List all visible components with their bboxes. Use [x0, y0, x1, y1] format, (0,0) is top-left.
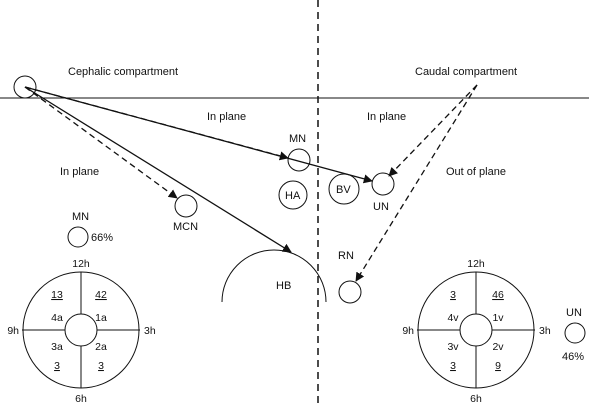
left-clock-3h: 3h — [144, 325, 156, 337]
left-clock-12h: 12h — [72, 258, 90, 270]
right-q-br-code: 2v — [492, 341, 504, 353]
caudal-compartment-label: Caudal compartment — [415, 66, 517, 78]
right-clock-inner — [459, 313, 493, 347]
right-q-tl-code: 4v — [447, 312, 459, 324]
in-plane-center-label: In plane — [207, 111, 246, 123]
trajectory-to-un-caudal — [388, 84, 478, 177]
right-q-tl-count: 3 — [450, 289, 456, 301]
cephalic-compartment-label: Cephalic compartment — [68, 66, 178, 78]
left-nerve-circle — [67, 226, 89, 248]
right-q-tr-count: 46 — [492, 289, 504, 301]
left-clock-9h: 9h — [7, 325, 19, 337]
left-percent: 66% — [91, 232, 113, 244]
left-q-bl-count: 3 — [54, 360, 60, 372]
right-clock-diagram: 12h 6h 9h 3h 3 46 4v 1v 3v 2v 3 9 — [402, 258, 551, 405]
left-q-tl-code: 4a — [51, 312, 63, 324]
right-clock-3h: 3h — [539, 325, 551, 337]
left-q-tr-code: 1a — [95, 312, 107, 324]
rn-label: RN — [338, 250, 354, 262]
trajectory-to-mcn — [24, 86, 178, 199]
right-q-tr-code: 1v — [492, 312, 504, 324]
ha-label: HA — [285, 190, 301, 202]
left-nerve-label: MN — [72, 211, 89, 223]
right-clock-6h: 6h — [470, 393, 482, 405]
humerus-arc — [221, 249, 327, 303]
right-q-bl-count: 3 — [450, 360, 456, 372]
in-plane-right-label: In plane — [367, 111, 406, 123]
out-of-plane-label: Out of plane — [446, 166, 506, 178]
right-nerve-circle — [564, 322, 586, 344]
left-q-tl-count: 13 — [51, 289, 63, 301]
in-plane-left-label: In plane — [60, 166, 99, 178]
left-q-bl-code: 3a — [51, 341, 63, 353]
right-percent: 46% — [562, 351, 584, 363]
left-clock-6h: 6h — [75, 393, 87, 405]
right-clock-9h: 9h — [402, 325, 414, 337]
mn-label: MN — [289, 133, 306, 145]
mcn-label: MCN — [173, 221, 198, 233]
trajectory-to-un — [24, 86, 373, 184]
trajectory-to-rn-caudal — [355, 84, 478, 282]
right-q-bl-code: 3v — [447, 341, 459, 353]
ha-circle — [278, 180, 308, 210]
right-clock-12h: 12h — [467, 258, 485, 270]
rn-circle — [338, 280, 362, 304]
left-q-br-count: 3 — [98, 360, 104, 372]
bv-label: BV — [336, 184, 351, 196]
mn-circle — [287, 148, 311, 172]
trajectory-to-hb — [24, 86, 292, 253]
left-q-tr-count: 42 — [95, 289, 107, 301]
un-circle — [371, 172, 395, 196]
left-clock-diagram: 12h 6h 9h 3h 13 42 4a 1a 3a 2a 3 3 — [7, 258, 156, 405]
mcn-circle — [174, 194, 198, 218]
right-q-br-count: 9 — [495, 360, 501, 372]
right-nerve-label: UN — [566, 307, 582, 319]
left-clock-inner — [64, 313, 98, 347]
left-q-br-code: 2a — [95, 341, 107, 353]
hb-label: HB — [276, 280, 291, 292]
un-label: UN — [373, 201, 389, 213]
probe-cephalic — [13, 75, 37, 99]
